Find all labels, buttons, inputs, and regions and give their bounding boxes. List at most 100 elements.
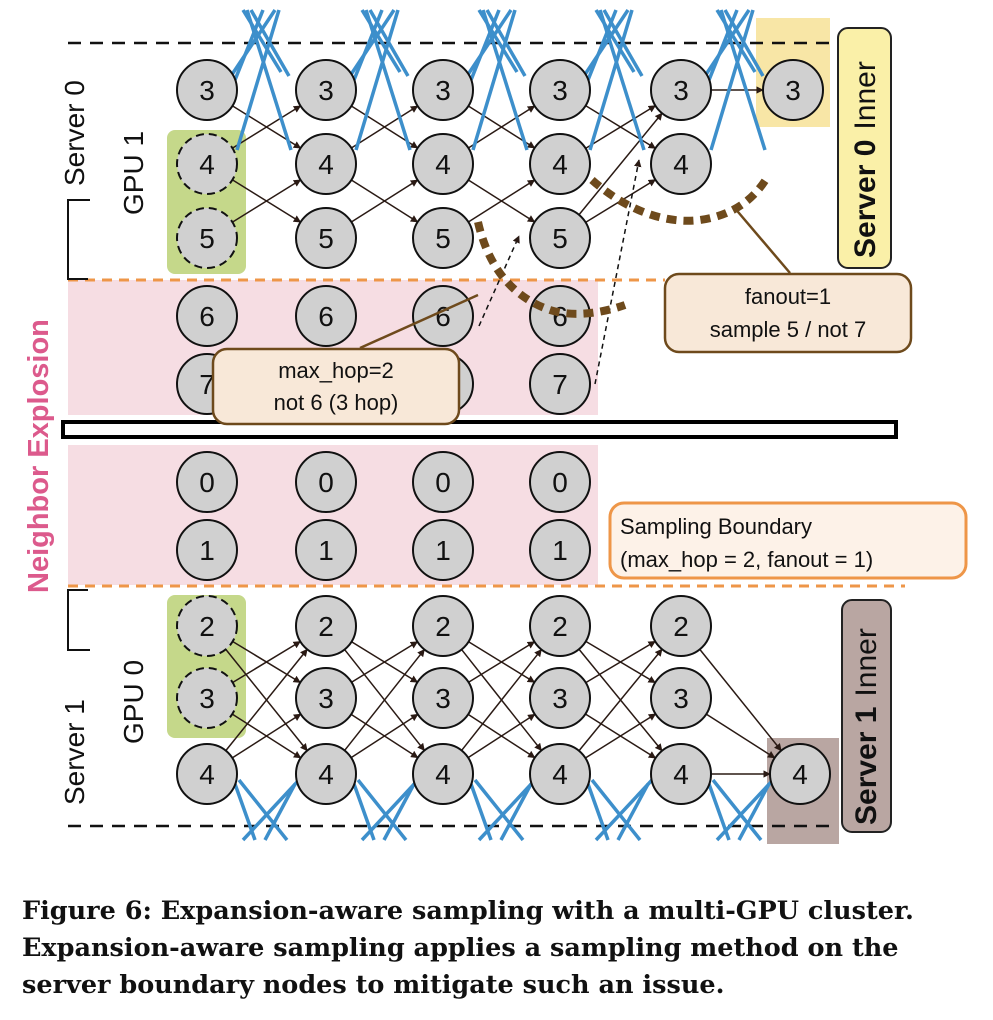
node-s1-c1-3-label: 3: [318, 683, 334, 714]
node-s0-c1-5: 5: [295, 207, 357, 269]
node-s1-c2-4: 4: [412, 743, 474, 805]
node-s1-c3-4-label: 4: [552, 759, 568, 790]
node-s1-c0-2: 2: [176, 595, 238, 657]
sampling-boundary-text-2: (max_hop = 2, fanout = 1): [620, 547, 873, 572]
node-s0-c4-3: 3: [650, 59, 712, 121]
max-hop-text-2: not 6 (3 hop): [274, 390, 399, 415]
cross-edge-bottom: [711, 778, 763, 842]
node-s0-c0-3-label: 3: [199, 75, 215, 106]
node-s1-c2-3: 3: [412, 667, 474, 729]
inner-node-server0-label: 3: [785, 75, 801, 106]
max-hop-callout: [211, 347, 461, 426]
node-s1-c0-0: 0: [176, 451, 238, 513]
figure-caption: Figure 6: Expansion-aware sampling with …: [22, 896, 914, 1000]
node-s0-c0-5: 5: [176, 207, 238, 269]
cross-edge-bottom: [616, 783, 650, 841]
node-s0-c4-4: 4: [650, 133, 712, 195]
cross-edge-top: [364, 9, 412, 151]
node-s1-c1-1: 1: [295, 519, 357, 581]
cross-edge-top: [598, 9, 646, 151]
node-s1-c4-2-label: 2: [673, 611, 689, 642]
local-edge-bottom: [585, 713, 657, 759]
node-s0-c3-3-label: 3: [552, 75, 568, 106]
node-s1-c3-4: 4: [529, 743, 591, 805]
server1-inner-label: Server 1 Inner: [850, 628, 883, 825]
cross-edge-bottom: [241, 778, 301, 842]
cross-edge-top: [723, 9, 765, 77]
cross-edge-bottom: [477, 778, 537, 842]
fanout-text-1: fanout=1: [745, 284, 831, 309]
node-s1-c4-4: 4: [650, 743, 712, 805]
max-hop-pointer: [359, 293, 479, 350]
node-s0-c0-6: 6: [176, 285, 238, 347]
cross-edge-bottom: [473, 778, 525, 842]
node-s0-c3-5-label: 5: [552, 223, 568, 254]
neighbor-explosion-label: Neighbor Explosion: [23, 319, 55, 593]
node-s1-c0-4-label: 4: [199, 759, 215, 790]
inner-node-server1-label: 4: [792, 759, 808, 790]
cross-edge-top: [249, 9, 291, 77]
cross-edge-top: [465, 9, 513, 77]
server1-inner-bold: Server 1: [850, 707, 883, 825]
node-s1-c2-2: 2: [412, 595, 474, 657]
fanout-pointer: [732, 205, 791, 274]
max-hop-arc: [474, 221, 627, 318]
server0-inner-bold: Server 0: [849, 140, 882, 258]
node-s1-c0-3: 3: [176, 667, 238, 729]
node-s0-c3-6: 6: [529, 285, 591, 347]
node-s1-c0-1: 1: [176, 519, 238, 581]
node-s0-c3-7-label: 7: [552, 369, 568, 400]
node-s1-c3-1: 1: [529, 519, 591, 581]
node-s0-c1-3-label: 3: [318, 75, 334, 106]
node-s0-c2-5-label: 5: [435, 223, 451, 254]
server1-inner-suffix: Inner: [850, 628, 883, 696]
server0-label: Server 0: [59, 80, 90, 186]
node-s0-c3-4: 4: [529, 133, 591, 195]
node-s1-c1-4: 4: [295, 743, 357, 805]
node-s1-c4-4-label: 4: [673, 759, 689, 790]
node-s1-c4-3-label: 3: [673, 683, 689, 714]
node-s0-c0-6-label: 6: [199, 301, 215, 332]
node-s0-c3-4-label: 4: [552, 149, 568, 180]
cross-edge-top: [235, 9, 281, 151]
node-s1-c0-1-label: 1: [199, 535, 215, 566]
node-s0-c0-5-label: 5: [199, 223, 215, 254]
local-edge-top: [350, 179, 419, 223]
node-s0-c2-3: 3: [412, 59, 474, 121]
node-s0-c2-4: 4: [412, 133, 474, 195]
local-edge-top: [350, 105, 419, 149]
gpu0-label: GPU 0: [118, 660, 149, 744]
server0-inner-box: [837, 27, 892, 269]
node-s1-c2-4-label: 4: [435, 759, 451, 790]
local-edge-bottom: [350, 713, 419, 759]
local-edge-bottom: [461, 648, 542, 751]
cross-edge-top: [471, 9, 517, 151]
node-s1-c0-2-label: 2: [199, 611, 215, 642]
node-s0-c0-7-label: 7: [199, 369, 215, 400]
sampling-boundary-callout: [608, 501, 968, 580]
local-edge-top: [232, 179, 302, 223]
node-s0-c2-4-label: 4: [435, 149, 451, 180]
server-separator: [61, 420, 898, 439]
node-s0-c2-5: 5: [412, 207, 474, 269]
node-s1-c3-3: 3: [529, 667, 591, 729]
server0-bracket: [67, 199, 90, 280]
node-s1-c1-2-label: 2: [318, 611, 334, 642]
node-s1-c2-0-label: 0: [435, 467, 451, 498]
node-s0-c3-3: 3: [529, 59, 591, 121]
node-s0-c3-5: 5: [529, 207, 591, 269]
node-s0-c2-6: 6: [412, 285, 474, 347]
node-s1-c1-2: 2: [295, 595, 357, 657]
local-edge-bottom: [232, 640, 301, 684]
node-s1-c3-2: 2: [529, 595, 591, 657]
fanout-arc: [589, 173, 772, 225]
node-s0-c1-3: 3: [295, 59, 357, 121]
cross-edge-bottom: [263, 783, 297, 841]
cross-edge-top: [709, 9, 755, 151]
node-s0-c1-4-label: 4: [318, 149, 334, 180]
node-s0-c4-3-label: 3: [673, 75, 689, 106]
node-s1-c1-1-label: 1: [318, 535, 334, 566]
cross-edge-bottom: [356, 778, 408, 842]
node-s1-c1-0-label: 0: [318, 467, 334, 498]
cross-edge-top: [719, 9, 767, 151]
